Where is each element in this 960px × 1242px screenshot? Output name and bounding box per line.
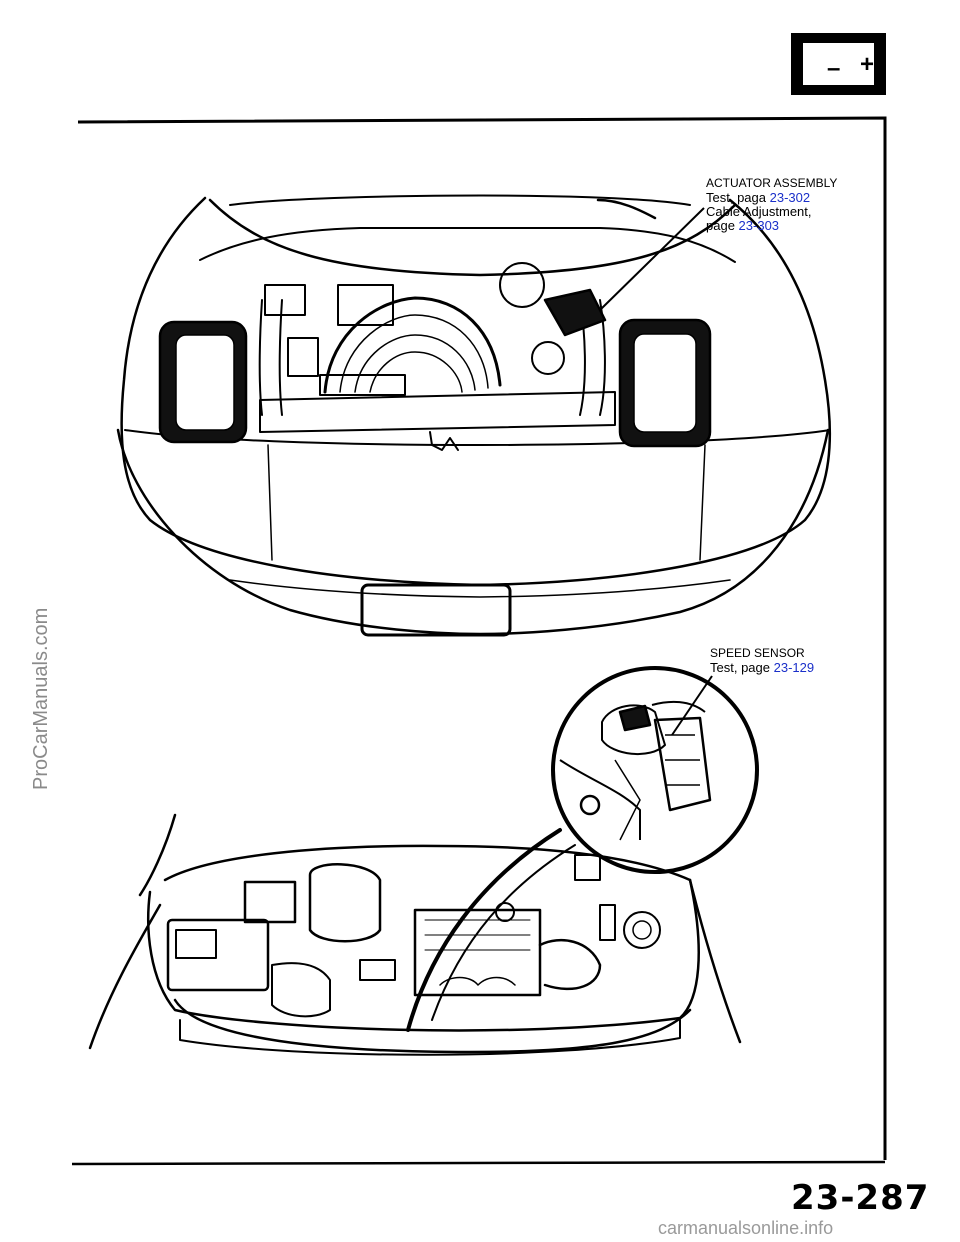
battery-post-negative	[817, 37, 827, 44]
battery-body: – +	[803, 43, 874, 85]
speed-sensor-test-page-link[interactable]: 23-129	[773, 660, 815, 675]
actuator-cable-prefix: page	[706, 218, 739, 233]
actuator-cable-page-link[interactable]: 23-303	[738, 218, 780, 233]
speed-sensor-test-line: Test, page 23-129	[710, 660, 814, 675]
actuator-test-line: Test, paga 23-302	[706, 190, 810, 205]
battery-post-positive	[849, 37, 859, 44]
actuator-cable-line: page 23-303	[706, 218, 779, 233]
rear-compartment-illustration	[88, 813, 742, 1056]
plus-icon: +	[860, 51, 875, 78]
speed-sensor-title: SPEED SENSOR	[710, 646, 805, 660]
leader-lines	[599, 207, 713, 736]
front-compartment-illustration	[116, 194, 832, 637]
actuator-cable-label: Cable Adjustment,	[706, 204, 812, 219]
battery-icon: – +	[791, 33, 886, 95]
speed-sensor-test-prefix: Test, page	[710, 660, 774, 675]
actuator-test-page-link[interactable]: 23-302	[769, 190, 811, 205]
actuator-title: ACTUATOR ASSEMBLY	[706, 176, 838, 190]
speed-sensor-detail-illustration	[551, 666, 759, 874]
page-number: 23-287	[791, 1178, 930, 1218]
actuator-test-prefix: Test, paga	[706, 190, 770, 205]
minus-icon: –	[827, 55, 841, 82]
page-frame	[71, 116, 887, 1166]
bottom-watermark: carmanualsonline.info	[658, 1218, 834, 1238]
side-watermark: ProCarManuals.com	[30, 607, 52, 790]
